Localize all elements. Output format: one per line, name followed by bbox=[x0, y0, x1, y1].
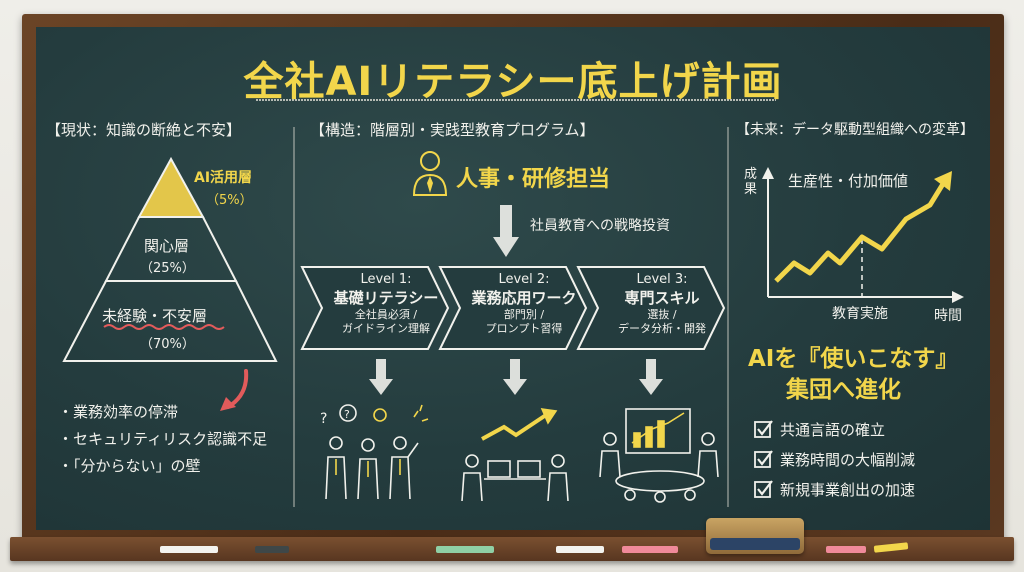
pyramid-top-pct: （5%） bbox=[206, 193, 253, 208]
pyramid-middle-label: 関心層 bbox=[144, 237, 190, 255]
check-icon-1 bbox=[754, 420, 773, 438]
growth-work-icon bbox=[461, 408, 569, 502]
growth-chart bbox=[762, 167, 964, 303]
check-item-3: 新規事業創出の加速 bbox=[780, 481, 916, 499]
chart-xlabel: 時間 bbox=[934, 308, 962, 324]
level-3-sub1: 選抜 / bbox=[647, 308, 677, 321]
chart-ylabel: 成果 bbox=[744, 167, 758, 197]
white-chalk[interactable] bbox=[160, 546, 218, 553]
level-2-box: Level 2: 業務応用ワーク 部門別 / プロンプト習得 bbox=[464, 272, 584, 336]
pink-chalk-2[interactable] bbox=[826, 546, 866, 553]
blackboard: 全社AIリテラシー底上げ計画 【現状：知識の断絶と不安】 AI活用層 （5%） … bbox=[36, 27, 990, 530]
check-item-1: 共通言語の確立 bbox=[780, 421, 886, 439]
down-arrow-icon-2 bbox=[503, 359, 527, 395]
svg-text:?: ? bbox=[320, 411, 327, 427]
level-3-box: Level 3: 専門スキル 選抜 / データ分析・開発 bbox=[602, 272, 722, 336]
owner-label: 人事・研修担当 bbox=[456, 167, 611, 192]
dark-chalk[interactable] bbox=[255, 546, 289, 553]
investment-label: 社員教育への戦略投資 bbox=[530, 218, 670, 234]
svg-text:?: ? bbox=[344, 408, 350, 421]
down-arrow-icon-1 bbox=[369, 359, 393, 395]
pyramid-middle-pct: （25%） bbox=[140, 261, 195, 276]
check-item-2: 業務時間の大幅削減 bbox=[780, 451, 916, 469]
level-1-name: 基礎リテラシー bbox=[333, 289, 439, 307]
chart-line-label: 生産性・付加価値 bbox=[788, 172, 909, 190]
level-3-name: 専門スキル bbox=[624, 289, 700, 307]
people-questions-icon: ? ? bbox=[320, 404, 429, 500]
pyramid-bottom-pct: （70%） bbox=[140, 337, 195, 352]
slogan-line-2: 集団へ進化 bbox=[786, 377, 901, 403]
pyramid-diagram bbox=[62, 156, 278, 362]
structure-heading: 【構造：階層別・実践型教育プログラム】 bbox=[310, 121, 595, 139]
slogan-line-1: AIを『使いこなす』 bbox=[748, 346, 959, 372]
level-2-sub1: 部門別 / bbox=[503, 308, 545, 321]
eraser-felt bbox=[710, 538, 800, 550]
white-chalk-2[interactable] bbox=[556, 546, 604, 553]
pink-chalk[interactable] bbox=[622, 546, 678, 553]
check-icon-3 bbox=[754, 480, 773, 498]
divider-right bbox=[727, 127, 729, 507]
level-1-sub2: ガイドライン理解 bbox=[342, 322, 430, 335]
level-2-number: Level 2: bbox=[498, 272, 550, 287]
page-title: 全社AIリテラシー底上げ計画 bbox=[243, 59, 783, 105]
down-arrow-icon bbox=[493, 205, 519, 257]
future-heading: 【未来：データ駆動型組織への変革】 bbox=[736, 122, 974, 138]
bullet-1: ・業務効率の停滞 bbox=[58, 403, 179, 421]
level-1-sub1: 全社員必須 / bbox=[354, 308, 418, 321]
level-2-sub2: プロンプト習得 bbox=[485, 322, 563, 335]
red-arrow-icon bbox=[220, 369, 249, 411]
current-heading: 【現状：知識の断絶と不安】 bbox=[46, 121, 242, 139]
level-3-number: Level 3: bbox=[636, 272, 688, 287]
title-underline bbox=[256, 99, 776, 101]
down-arrow-icon-3 bbox=[639, 359, 663, 395]
eraser[interactable] bbox=[706, 518, 804, 554]
green-chalk[interactable] bbox=[436, 546, 494, 553]
team-meeting-icon bbox=[599, 408, 719, 503]
level-chevrons bbox=[300, 266, 726, 350]
level-3-sub2: データ分析・開発 bbox=[618, 322, 706, 335]
bullet-3: ・「分からない」の壁 bbox=[58, 457, 201, 475]
chart-marker-label: 教育実施 bbox=[832, 306, 888, 322]
person-icon bbox=[412, 151, 448, 196]
bullet-2: ・セキュリティリスク認識不足 bbox=[58, 430, 268, 448]
level-1-number: Level 1: bbox=[360, 272, 412, 287]
level-1-box: Level 1: 基礎リテラシー 全社員必須 / ガイドライン理解 bbox=[326, 272, 446, 336]
divider-left bbox=[293, 127, 295, 507]
level-2-name: 業務応用ワーク bbox=[471, 289, 577, 307]
pyramid-top-label: AI活用層 bbox=[194, 170, 253, 186]
check-icon-2 bbox=[754, 450, 773, 468]
pyramid-bottom-label: 未経験・不安層 bbox=[102, 307, 208, 325]
